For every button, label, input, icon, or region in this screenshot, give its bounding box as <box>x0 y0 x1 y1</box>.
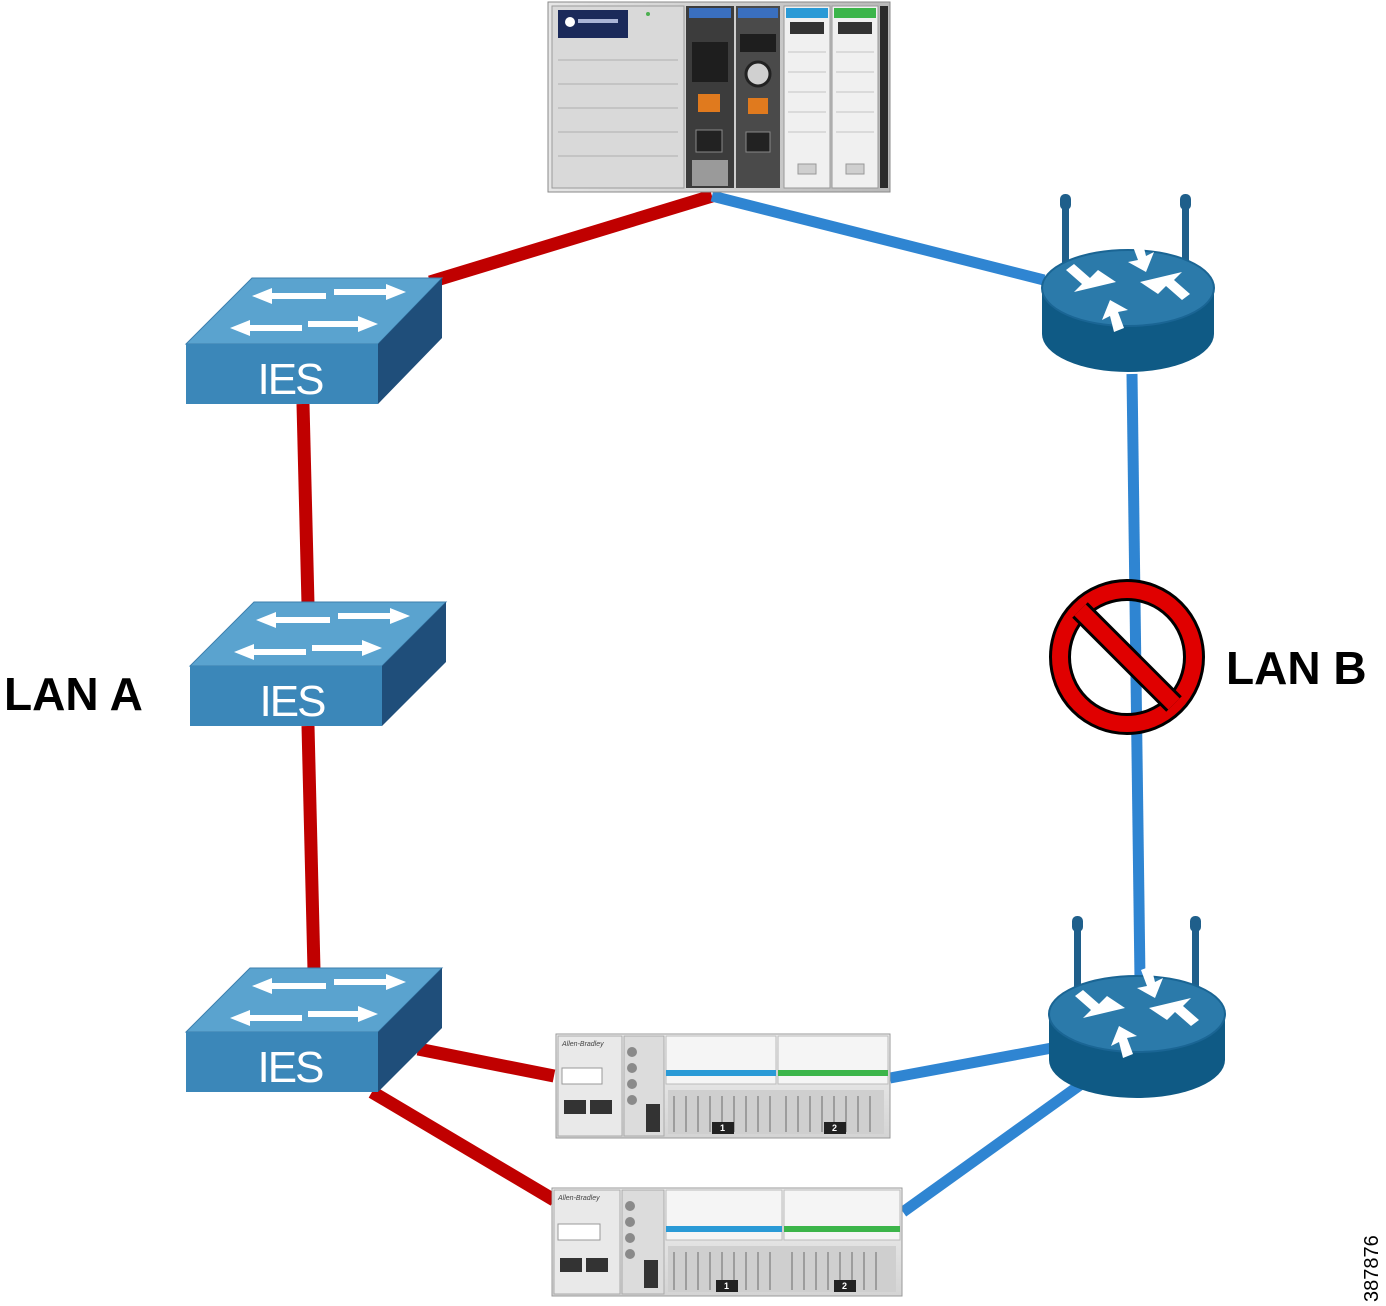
io-module-1: Allen-Bradley 1 2 <box>555 1033 891 1139</box>
plc-chassis <box>547 1 891 193</box>
link-switch-2-to-switch-3 <box>301 725 321 971</box>
switch-side <box>378 278 442 404</box>
router-arrows-icon <box>1066 240 1190 332</box>
switch-front <box>190 666 382 726</box>
io-slot-1: 1 <box>724 1281 729 1291</box>
io-slot-2: 2 <box>832 1123 837 1133</box>
io-brand: Allen-Bradley <box>557 1195 600 1202</box>
router-arrows-icon <box>1075 966 1199 1058</box>
switch-arrows-icon <box>230 284 406 336</box>
switch-front <box>186 1032 378 1092</box>
antenna-icon <box>1072 916 1201 988</box>
switch-label: IES <box>258 1043 324 1092</box>
switch-1: IES <box>184 277 444 404</box>
link-switch-3-to-io-2 <box>368 1086 558 1206</box>
switch-side <box>382 602 446 726</box>
lan-b-label: LAN B <box>1226 642 1367 694</box>
switch-label: IES <box>258 355 324 404</box>
io-slot-1: 1 <box>720 1123 725 1133</box>
link-router-2-to-io-2 <box>899 1080 1084 1217</box>
switch-front <box>186 344 378 404</box>
link-switch-3-to-io-1 <box>416 1042 556 1083</box>
wireless-router-2 <box>1048 916 1226 1098</box>
link-plc-to-router-1 <box>710 190 1046 286</box>
switch-arrows-icon <box>234 608 410 660</box>
link-plc-to-switch-1 <box>428 189 714 289</box>
no-entry-icon <box>1049 579 1205 735</box>
link-router-2-to-io-1 <box>888 1042 1054 1084</box>
lan-a-label: LAN A <box>4 668 143 720</box>
antenna-icon <box>1060 194 1191 266</box>
io-slot-2: 2 <box>842 1281 847 1291</box>
switch-2: IES <box>188 601 448 726</box>
switch-3: IES <box>184 967 444 1092</box>
wireless-router-1 <box>1041 194 1215 372</box>
switch-side <box>378 968 442 1092</box>
lan-a-links <box>296 189 714 1206</box>
figure-id: 387876 <box>1361 1235 1383 1302</box>
io-brand: Allen-Bradley <box>561 1041 604 1048</box>
link-switch-1-to-switch-2 <box>296 403 315 605</box>
io-module-2: Allen-Bradley 1 2 <box>551 1187 903 1297</box>
switch-label: IES <box>260 677 326 726</box>
switch-arrows-icon <box>230 974 406 1026</box>
